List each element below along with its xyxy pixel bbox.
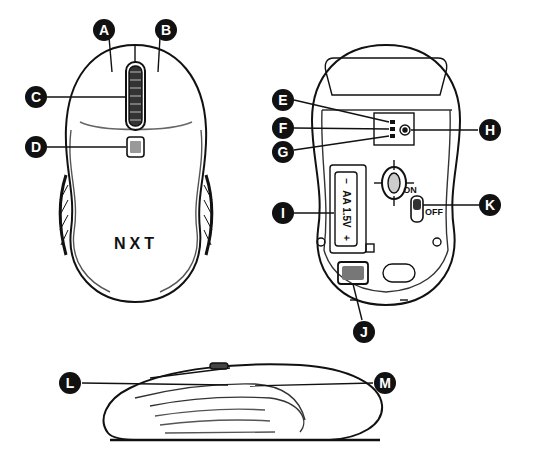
callout-letter: G xyxy=(272,141,294,163)
callout-letter: E xyxy=(272,89,294,111)
callout-letter: L xyxy=(59,372,81,394)
callout-letter: J xyxy=(353,321,375,343)
callout-letter: D xyxy=(25,136,47,158)
battery-polarity: – xyxy=(341,178,351,184)
callout-letter: B xyxy=(155,19,177,41)
callout-letter: K xyxy=(479,194,501,216)
battery-type: AA 1.5V xyxy=(341,190,351,227)
battery-polarity: + xyxy=(341,235,351,241)
switch-label: ON xyxy=(403,186,417,195)
callout-letter: C xyxy=(25,86,47,108)
brand-logo: NXT xyxy=(114,236,158,252)
callout-letter: H xyxy=(479,119,501,141)
side-view xyxy=(82,363,382,440)
callout-letter: I xyxy=(272,202,294,224)
top-view xyxy=(47,37,212,302)
callout-letter: F xyxy=(272,117,294,139)
switch-label: OFF xyxy=(425,208,443,217)
callout-letter: M xyxy=(374,372,396,394)
callout-letter: A xyxy=(93,19,115,41)
bottom-view xyxy=(294,45,479,320)
